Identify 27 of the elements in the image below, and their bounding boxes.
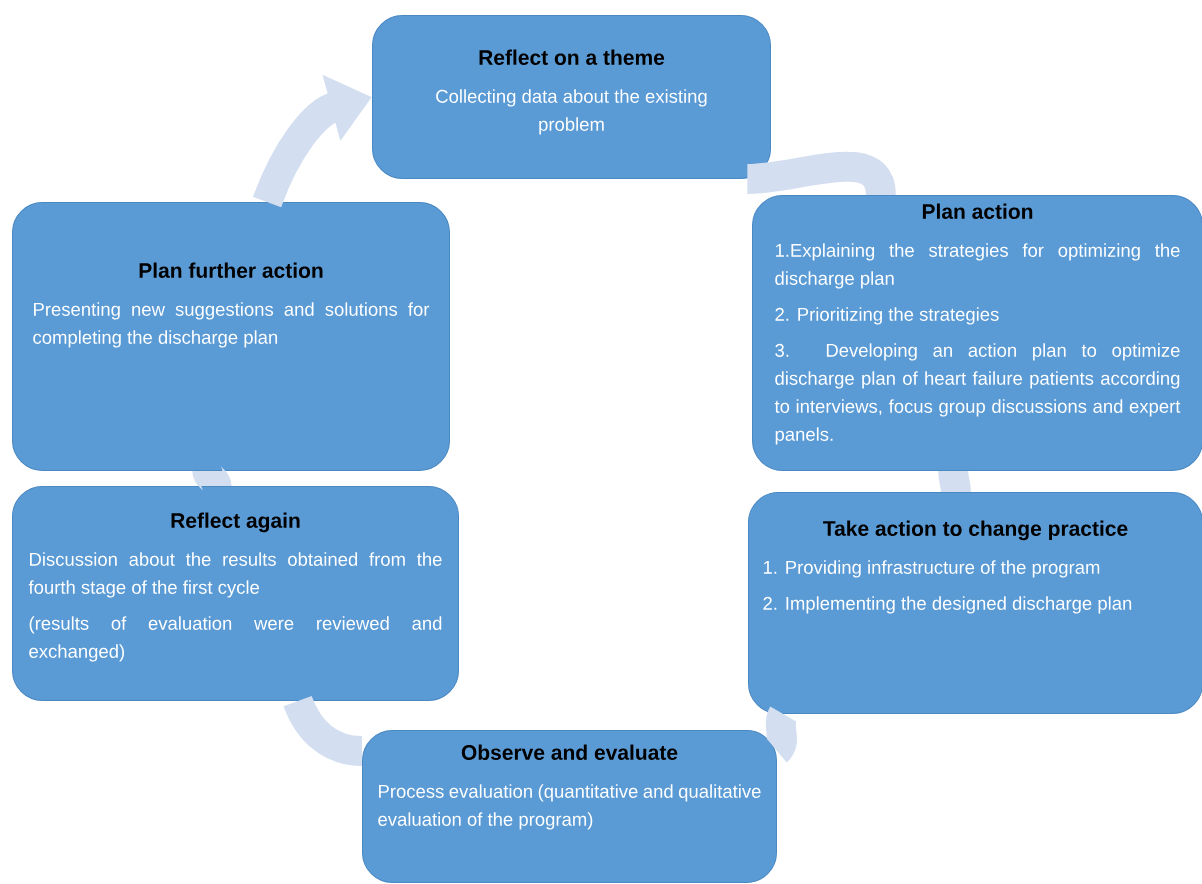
box-text: Collecting data about the existing problem — [436, 89, 707, 135]
box-text: 2. Prioritizing the strategies — [775, 307, 999, 325]
cycle-band — [283, 695, 363, 766]
box-text: Process evaluation (quantitative and qualitative evaluation of the program) — [378, 784, 761, 830]
box-text: Presenting new suggestions and solutions for completing the discharge plan — [33, 302, 430, 348]
process-box — [12, 486, 459, 701]
box-heading: Plan further action — [139, 262, 323, 278]
box-text: (results of evaluation were reviewed and exchanged) — [29, 616, 442, 662]
box-text: 1.Explaining the strategies for optimizing the discharge plan — [775, 243, 1180, 289]
cycle-band — [746, 151, 896, 198]
box-heading: Observe and evaluate — [461, 744, 678, 760]
box-text: 3. Developing an action plan to optimize discharge plan of heart failure patients according to interviews, focus group discussions and expert panels. — [774, 343, 1181, 445]
box-text: 1. Providing infrastructure of the program — [763, 560, 1100, 578]
cycle-band — [192, 465, 232, 492]
cycle-band — [765, 707, 797, 762]
box-heading: Reflect on a theme — [479, 49, 665, 65]
process-box — [12, 202, 450, 471]
cycle-band — [938, 470, 971, 493]
process-box — [362, 730, 777, 883]
box-heading: Take action to change practice — [823, 520, 1128, 541]
process-box — [752, 195, 1202, 471]
process-box — [748, 492, 1202, 714]
box-text: 2. Implementing the designed discharge plan — [763, 596, 1132, 614]
box-heading: Reflect again — [171, 512, 300, 533]
process-box — [372, 15, 771, 179]
box-heading: Plan action — [922, 203, 1033, 219]
box-text: Discussion about the results obtained from the fourth stage of the first cycle — [28, 552, 442, 598]
